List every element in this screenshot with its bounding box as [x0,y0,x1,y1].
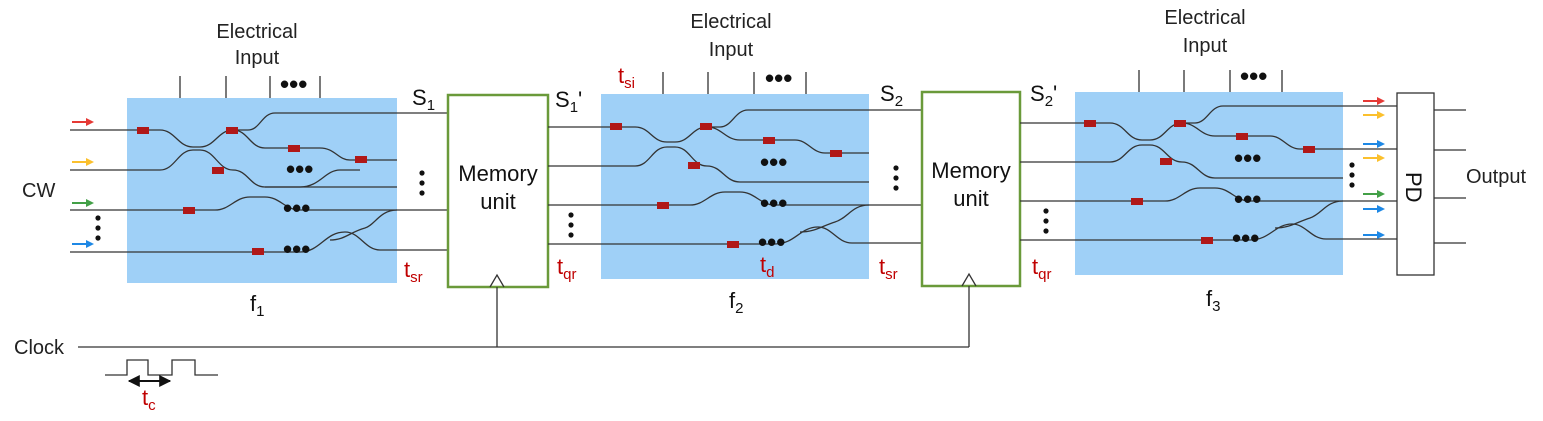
f2-label: f2 [729,288,743,317]
ellipsis-icon: ••• [1232,223,1259,253]
arrow-icon [1377,154,1385,162]
t-qr-label-1: tqr [557,254,576,283]
arrow-icon [1377,97,1385,105]
t-si-label: tsi [618,63,635,92]
f1-label: f1 [250,291,264,320]
modulators-f2 [610,123,842,248]
photonic-block-f2 [601,94,869,279]
links-f1-memory1 [397,112,448,251]
electrical-input-label-1-line1: Electrical [216,21,297,43]
electrical-input-label-2-line1: Electrical [690,11,771,33]
ellipsis-icon: ••• [1240,61,1267,91]
s2-prime-label: S2' [1030,81,1057,110]
arrow-icon [86,118,94,126]
ellipsis-icon: ••• [765,63,792,93]
output-label: Output [1466,166,1526,188]
s1-label: S1 [412,85,435,114]
clock-line [78,286,970,348]
electrical-input-label-2-line2: Input [709,39,754,61]
clock-input-triangle [489,273,505,288]
electrical-input-label-1-line2: Input [235,47,280,69]
t-qr-label-2: tqr [1032,254,1051,283]
arrow-icon [1377,140,1385,148]
links-f2-memory2 [869,109,922,244]
s2-label: S2 [880,81,903,110]
clock-waveform [105,359,218,376]
arrow-icon [86,240,94,248]
memory-unit-1-label-line1: Memory [458,161,537,186]
waveguides-f3 [1075,105,1344,241]
ellipsis-icon: ••• [1234,143,1261,173]
cw-label: CW [22,180,55,202]
arrow-icon [1377,205,1385,213]
ellipsis-icon: ••• [283,234,310,264]
photonic-block-f3 [1075,92,1343,275]
electrical-input-pins [179,70,1283,98]
f3-label: f3 [1206,286,1220,315]
ellipsis-icon: ••• [760,147,787,177]
pd-label: PD [1401,172,1426,203]
clock-label: Clock [14,337,65,359]
links-memory1-f2 [548,126,601,245]
arrow-icon [86,158,94,166]
clock-input-triangle [961,272,977,287]
laser-arrows [72,97,1385,248]
ellipsis-icon: ••• [1234,184,1261,214]
ellipsis-icon: ••• [280,69,307,99]
ellipsis-icon: ••• [283,193,310,223]
ellipsis-icon: ••• [758,227,785,257]
t-sr-label-1: tsr [404,257,423,286]
memory-unit-2 [920,90,1022,288]
memory-unit-1 [446,93,550,289]
links-f3-pd [1343,105,1397,240]
memory-unit-2-label-line1: Memory [931,158,1010,183]
arrow-icon [1377,190,1385,198]
modulators-f1 [137,127,367,255]
photonic-block-f1 [127,98,397,283]
output-lines [1434,109,1466,244]
ellipsis-icon: ••• [286,154,313,184]
vertical-ellipsis-icons [95,162,1355,241]
t-d-label: td [760,252,774,281]
waveguides-f2 [601,109,870,245]
ellipsis-icon: ••• [760,188,787,218]
photodetector [1396,92,1435,276]
cw-input-lines [70,129,127,253]
t-sr-label-2: tsr [879,254,898,283]
links-memory2-f3 [1020,122,1075,241]
waveguides-f1 [127,112,398,253]
arrow-icon [86,199,94,207]
memory-unit-2-label-line2: unit [953,186,988,211]
arrow-icon [1377,111,1385,119]
modulators-f3 [1084,120,1315,244]
s1-prime-label: S1' [555,87,582,116]
t-c-label: tc [142,385,156,414]
electrical-input-label-3-line1: Electrical [1164,7,1245,29]
arrow-icon [1377,231,1385,239]
electrical-input-label-3-line2: Input [1183,35,1228,57]
memory-unit-1-label-line2: unit [480,189,515,214]
